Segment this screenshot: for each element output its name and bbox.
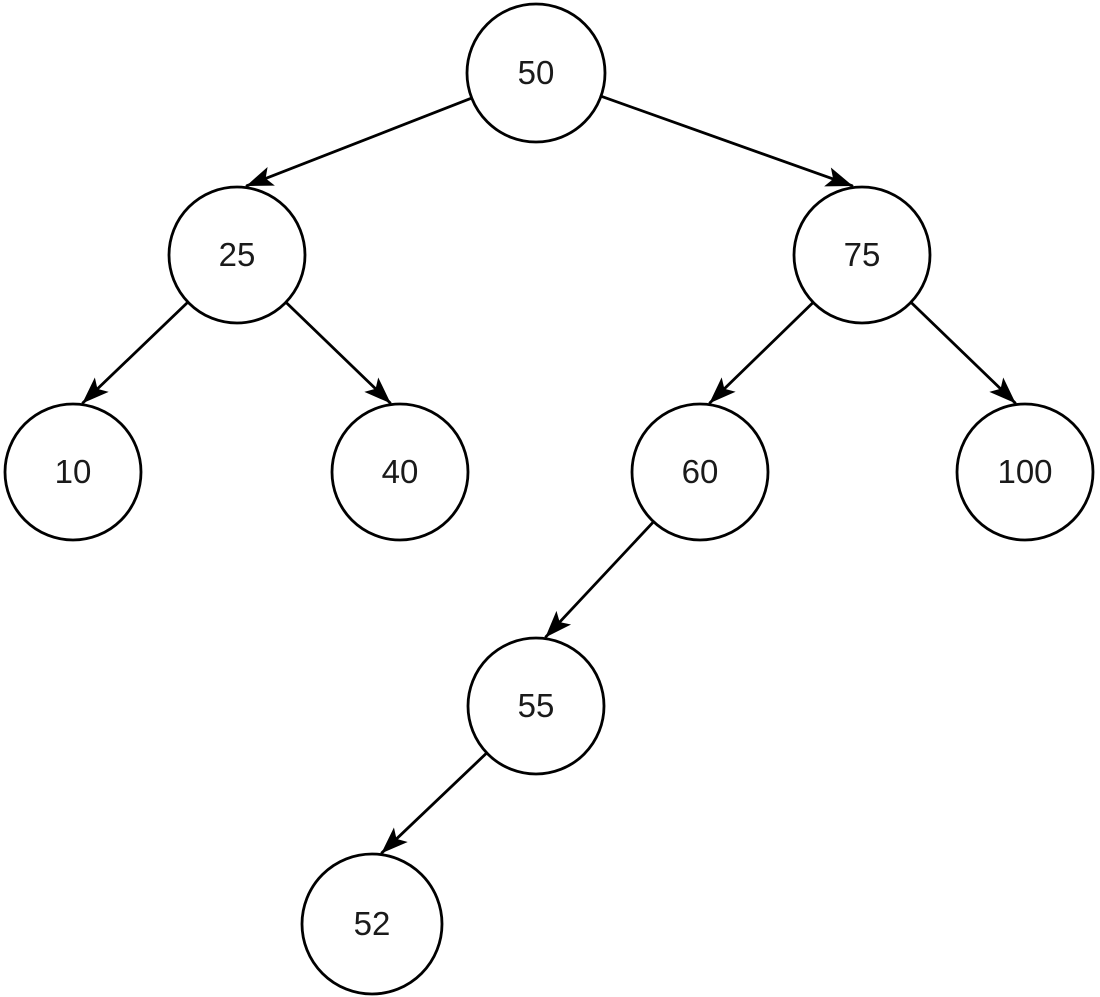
node-circle-75 [792, 185, 932, 325]
node-circle-60 [630, 402, 770, 542]
node-label-25: 25 [219, 236, 256, 273]
node-label-75: 75 [844, 236, 881, 273]
node-label-60: 60 [682, 453, 719, 490]
tree-node-40: 40 [330, 402, 470, 542]
node-label-10: 10 [55, 453, 92, 490]
node-circle-50 [465, 2, 607, 144]
tree-edge-50-75 [599, 94, 854, 188]
tree-edge-25-40 [284, 300, 392, 405]
node-circle-55 [466, 636, 606, 776]
tree-node-52: 52 [300, 852, 444, 996]
node-label-100: 100 [997, 453, 1052, 490]
node-circle-40 [330, 402, 470, 542]
tree-edge-75-100 [909, 300, 1017, 405]
edges-layer [81, 94, 1017, 855]
node-label-40: 40 [382, 453, 419, 490]
tree-node-100: 100 [955, 402, 1095, 542]
node-label-55: 55 [518, 687, 555, 724]
node-circle-25 [167, 185, 307, 325]
node-label-52: 52 [354, 905, 391, 942]
tree-node-55: 55 [466, 636, 606, 776]
tree-node-75: 75 [792, 185, 932, 325]
nodes-layer: 50 25 75 10 40 60 100 55 52 [3, 2, 1095, 996]
tree-node-25: 25 [167, 185, 307, 325]
tree-edge-25-10 [81, 300, 190, 405]
tree-edge-55-52 [380, 751, 489, 855]
tree-edge-60-55 [544, 520, 655, 639]
tree-node-60: 60 [630, 402, 770, 542]
node-circle-100 [955, 402, 1095, 542]
tree-node-10: 10 [3, 402, 143, 542]
node-circle-52 [300, 852, 444, 996]
tree-edge-75-60 [708, 300, 815, 405]
tree-edge-50-25 [245, 96, 474, 188]
node-label-50: 50 [518, 54, 555, 91]
node-circle-10 [3, 402, 143, 542]
tree-node-50: 50 [465, 2, 607, 144]
